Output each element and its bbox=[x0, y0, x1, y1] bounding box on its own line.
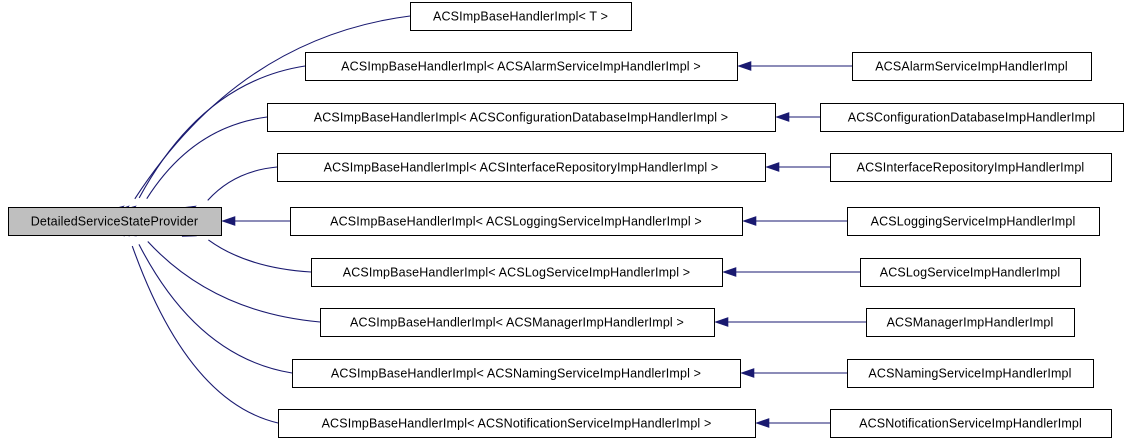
inheritance-arrowhead bbox=[714, 317, 729, 327]
node-label: DetailedServiceStateProvider bbox=[31, 214, 198, 228]
node-acsnotificationserviceimphandlerimpl[interactable]: ACSNotificationServiceImpHandlerImpl bbox=[830, 409, 1112, 438]
node-acsconfigurationdatabaseimphandlerimpl[interactable]: ACSConfigurationDatabaseImpHandlerImpl bbox=[820, 103, 1124, 132]
inheritance-arrowhead bbox=[722, 267, 737, 277]
node-label: ACSNamingServiceImpHandlerImpl bbox=[868, 366, 1071, 380]
node-box[interactable] bbox=[820, 103, 1124, 132]
node-label: ACSManagerImpHandlerImpl bbox=[887, 315, 1054, 329]
inheritance-arrowhead bbox=[742, 216, 757, 226]
node-detailedservicestateprovider[interactable]: DetailedServiceStateProvider bbox=[8, 207, 222, 236]
node-label: ACSAlarmServiceImpHandlerImpl bbox=[875, 59, 1068, 73]
node-acsimpbasehandlerimpl-acsnamingserviceimphandlerimpl[interactable]: ACSImpBaseHandlerImpl< ACSNamingServiceI… bbox=[292, 359, 741, 388]
edge-acsimpbasehandlerimpl-acsalarmserviceimphandlerimpl-to-root bbox=[115, 65, 306, 219]
edge-acsimpbasehandlerimpl-acsconfigurationdatabaseimphandlerimpl-to-root bbox=[122, 116, 268, 218]
node-box[interactable] bbox=[290, 207, 743, 236]
node-label: ACSInterfaceRepositoryImpHandlerImpl bbox=[857, 160, 1085, 174]
node-label: ACSLogServiceImpHandlerImpl bbox=[880, 265, 1061, 279]
edge-acsimpbasehandlerimpl-acsmanagerimphandlerimpl-to-root bbox=[121, 225, 321, 323]
node-acsalarmserviceimphandlerimpl[interactable]: ACSAlarmServiceImpHandlerImpl bbox=[852, 52, 1092, 81]
edge-acsloggingserviceimphandlerimpl-to-acsimpbasehandlerimpl-acsloggingserviceimphandlerimpl bbox=[742, 216, 847, 226]
edge-acsmanagerimphandlerimpl-to-acsimpbasehandlerimpl-acsmanagerimphandlerimpl bbox=[714, 317, 866, 327]
node-box[interactable] bbox=[8, 207, 222, 236]
node-label: ACSImpBaseHandlerImpl< ACSNotificationSe… bbox=[322, 416, 712, 430]
node-acsimpbasehandlerimpl-acsnotificationserviceimphandlerimpl[interactable]: ACSImpBaseHandlerImpl< ACSNotificationSe… bbox=[278, 409, 756, 438]
node-label: ACSLoggingServiceImpHandlerImpl bbox=[871, 214, 1076, 228]
inheritance-arrowhead bbox=[737, 61, 752, 71]
edge-acsimpbasehandlerimpl-acsloggingserviceimphandlerimpl-to-root bbox=[221, 216, 290, 226]
node-acsinterfacerepositoryimphandlerimpl[interactable]: ACSInterfaceRepositoryImpHandlerImpl bbox=[830, 153, 1112, 182]
inheritance-arrowhead bbox=[755, 418, 770, 428]
node-acsmanagerimphandlerimpl[interactable]: ACSManagerImpHandlerImpl bbox=[866, 308, 1075, 337]
node-box[interactable] bbox=[311, 258, 723, 287]
node-box[interactable] bbox=[830, 409, 1112, 438]
inheritance-arrowhead bbox=[221, 216, 236, 226]
node-acsimpbasehandlerimpl-acsmanagerimphandlerimpl[interactable]: ACSImpBaseHandlerImpl< ACSManagerImpHand… bbox=[320, 308, 715, 337]
node-box[interactable] bbox=[278, 409, 756, 438]
edge-acsnotificationserviceimphandlerimpl-to-acsimpbasehandlerimpl-acsnotificationserviceimphandlerimpl bbox=[755, 418, 830, 428]
node-acsimpbasehandlerimpl-acsconfigurationdatabaseimphandlerimpl[interactable]: ACSImpBaseHandlerImpl< ACSConfigurationD… bbox=[267, 103, 776, 132]
node-label: ACSConfigurationDatabaseImpHandlerImpl bbox=[848, 110, 1096, 124]
edge-acsconfigurationdatabaseimphandlerimpl-to-acsimpbasehandlerimpl-acsconfigurationdatabaseimphandlerimpl bbox=[775, 112, 820, 122]
node-box[interactable] bbox=[860, 258, 1081, 287]
edge-acslogserviceimphandlerimpl-to-acsimpbasehandlerimpl-acslogserviceimphandlerimpl bbox=[722, 267, 860, 277]
node-label: ACSImpBaseHandlerImpl< T > bbox=[433, 9, 608, 23]
node-box[interactable] bbox=[277, 153, 766, 182]
node-acsimpbasehandlerimpl-t[interactable]: ACSImpBaseHandlerImpl< T > bbox=[410, 2, 632, 31]
node-label: ACSImpBaseHandlerImpl< ACSAlarmServiceIm… bbox=[341, 59, 701, 73]
node-box[interactable] bbox=[410, 2, 632, 31]
node-label: ACSImpBaseHandlerImpl< ACSNamingServiceI… bbox=[331, 366, 701, 380]
node-box[interactable] bbox=[830, 153, 1112, 182]
edge-acsalarmserviceimphandlerimpl-to-acsimpbasehandlerimpl-acsalarmserviceimphandlerimpl bbox=[737, 61, 852, 71]
edge-acsinterfacerepositoryimphandlerimpl-to-acsimpbasehandlerimpl-acsinterfacerepositoryimphandlerimpl bbox=[765, 162, 830, 172]
node-label: ACSImpBaseHandlerImpl< ACSLoggingService… bbox=[330, 214, 702, 228]
node-box[interactable] bbox=[267, 103, 776, 132]
edge-acsnamingserviceimphandlerimpl-to-acsimpbasehandlerimpl-acsnamingserviceimphandlerimpl bbox=[740, 368, 847, 378]
node-label: ACSImpBaseHandlerImpl< ACSInterfaceRepos… bbox=[324, 160, 719, 174]
node-box[interactable] bbox=[305, 52, 738, 81]
node-label: ACSImpBaseHandlerImpl< ACSManagerImpHand… bbox=[350, 315, 684, 329]
node-box[interactable] bbox=[866, 308, 1075, 337]
edge-acsimpbasehandlerimpl-acsnamingserviceimphandlerimpl-to-root bbox=[115, 223, 293, 374]
nodes-layer: DetailedServiceStateProviderACSImpBaseHa… bbox=[8, 2, 1124, 438]
node-acsloggingserviceimphandlerimpl[interactable]: ACSLoggingServiceImpHandlerImpl bbox=[847, 207, 1100, 236]
node-box[interactable] bbox=[847, 207, 1100, 236]
inheritance-arrowhead bbox=[765, 162, 780, 172]
node-box[interactable] bbox=[847, 359, 1094, 388]
node-acsimpbasehandlerimpl-acsinterfacerepositoryimphandlerimpl[interactable]: ACSImpBaseHandlerImpl< ACSInterfaceRepos… bbox=[277, 153, 766, 182]
node-label: ACSImpBaseHandlerImpl< ACSConfigurationD… bbox=[314, 110, 729, 124]
node-box[interactable] bbox=[292, 359, 741, 388]
node-label: ACSNotificationServiceImpHandlerImpl bbox=[859, 416, 1082, 430]
node-acsimpbasehandlerimpl-acslogserviceimphandlerimpl[interactable]: ACSImpBaseHandlerImpl< ACSLogServiceImpH… bbox=[311, 258, 723, 287]
node-acsnamingserviceimphandlerimpl[interactable]: ACSNamingServiceImpHandlerImpl bbox=[847, 359, 1094, 388]
inheritance-arrowhead bbox=[775, 112, 790, 122]
node-acslogserviceimphandlerimpl[interactable]: ACSLogServiceImpHandlerImpl bbox=[860, 258, 1081, 287]
node-acsimpbasehandlerimpl-acsloggingserviceimphandlerimpl[interactable]: ACSImpBaseHandlerImpl< ACSLoggingService… bbox=[290, 207, 743, 236]
node-box[interactable] bbox=[320, 308, 715, 337]
inheritance-arrowhead bbox=[740, 368, 755, 378]
node-acsimpbasehandlerimpl-acsalarmserviceimphandlerimpl[interactable]: ACSImpBaseHandlerImpl< ACSAlarmServiceIm… bbox=[305, 52, 738, 81]
node-box[interactable] bbox=[852, 52, 1092, 81]
node-label: ACSImpBaseHandlerImpl< ACSLogServiceImpH… bbox=[343, 265, 691, 279]
